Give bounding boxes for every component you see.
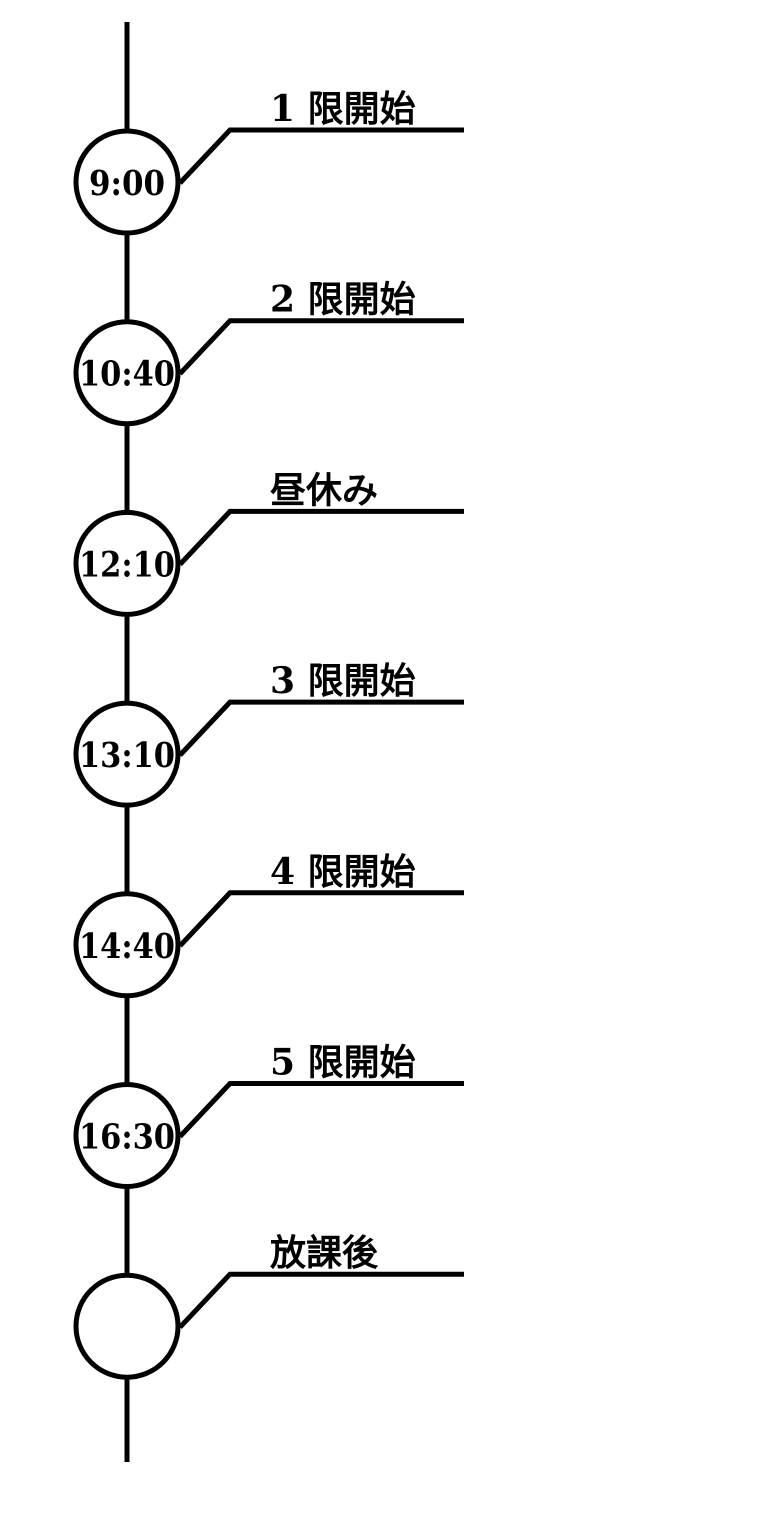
time-label: 13:10 bbox=[79, 735, 175, 776]
timeline-event: 12:10 昼休み bbox=[73, 469, 464, 617]
event-connector-line bbox=[178, 1271, 464, 1329]
time-node-circle bbox=[73, 700, 181, 808]
event-label: 5 限開始 bbox=[270, 1042, 416, 1084]
event-label: 4 限開始 bbox=[270, 851, 416, 893]
event-label: 2 限開始 bbox=[270, 279, 416, 321]
time-node-circle bbox=[73, 509, 181, 617]
event-label: 昼休み bbox=[270, 469, 378, 511]
timeline-event: 14:40 4 限開始 bbox=[73, 851, 464, 999]
time-node-circle bbox=[73, 319, 181, 427]
timeline-event: 13:10 3 限開始 bbox=[73, 660, 464, 808]
event-connector-line bbox=[178, 508, 464, 567]
time-label: 14:40 bbox=[79, 926, 175, 967]
timeline-event: 10:40 2 限開始 bbox=[73, 279, 464, 427]
time-node-circle bbox=[73, 1082, 181, 1189]
timeline-event: 放課後 bbox=[73, 1232, 464, 1380]
time-label: 12:10 bbox=[79, 544, 175, 585]
event-label: 放課後 bbox=[270, 1232, 379, 1274]
event-connector-line bbox=[178, 1081, 464, 1139]
event-label: 3 限開始 bbox=[270, 660, 416, 702]
event-connector-line bbox=[178, 127, 464, 185]
time-node-circle bbox=[73, 1272, 181, 1380]
event-label: 1 限開始 bbox=[270, 88, 416, 130]
time-label: 10:40 bbox=[79, 354, 175, 395]
time-node-circle bbox=[73, 128, 181, 236]
timeline-event: 16:30 5 限開始 bbox=[73, 1042, 464, 1189]
time-node-circle bbox=[73, 891, 181, 999]
time-label: 9:00 bbox=[89, 163, 165, 204]
time-label: 16:30 bbox=[79, 1117, 175, 1158]
event-connector-line bbox=[178, 699, 464, 757]
event-connector-line bbox=[178, 890, 464, 948]
event-connector-line bbox=[178, 318, 464, 376]
timeline-event: 9:00 1 限開始 bbox=[73, 88, 464, 236]
